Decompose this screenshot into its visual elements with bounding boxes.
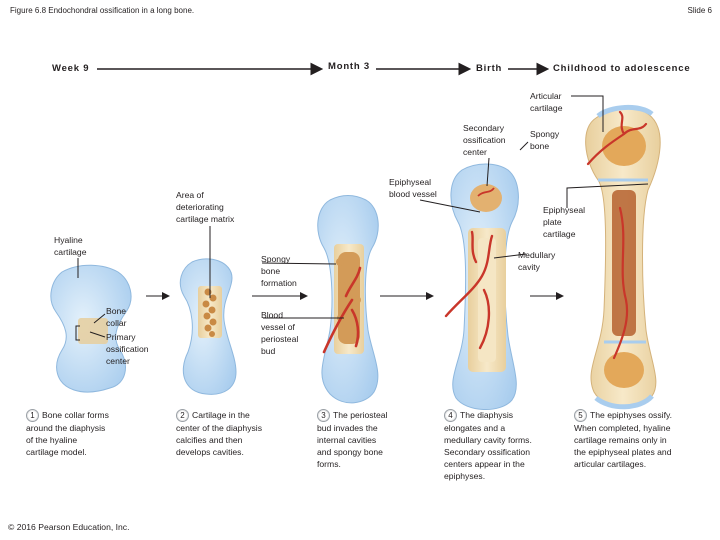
label-epiphyseal-plate-cartilage: Epiphyseal plate cartilage (543, 205, 586, 239)
label-secondary-ossification-center: Secondary ossification center (463, 123, 506, 157)
label-periosteal-bud: Blood vessel of periosteal bud (261, 310, 299, 356)
label-area-deteriorating: Area of deteriorating cartilage matrix (176, 190, 235, 224)
leader-spongy (519, 141, 529, 151)
leader-primary (89, 331, 106, 338)
step-1-text: Bone collar forms around the diaphysis o… (26, 410, 109, 457)
step-1-number: 1 (26, 409, 39, 422)
step-2-number: 2 (176, 409, 189, 422)
step-4-number: 4 (444, 409, 457, 422)
step-3-text: The periosteal bud invades the internal … (317, 410, 388, 469)
step-3-number: 3 (317, 409, 330, 422)
stage-2-bone (179, 258, 237, 395)
articular-cartilage-top (596, 105, 654, 119)
leader-lines (75, 95, 649, 341)
label-primary-ossification-center: Primary ossification center (106, 332, 149, 366)
figure-title: Figure 6.8 Endochondral ossification in … (10, 6, 195, 15)
periosteal-bud-vessel (322, 266, 362, 354)
label-bone-collar: Bone collar (106, 306, 127, 328)
timeline-week9: Week 9 (52, 63, 90, 74)
timeline-childhood: Childhood to adolescence (553, 63, 691, 74)
secondary-ossification-center (470, 184, 502, 212)
step-5-text: The epiphyses ossify. When completed, hy… (574, 410, 672, 469)
label-spongy-bone: Spongy bone (530, 129, 560, 151)
label-spongy-bone-formation: Spongy bone formation (261, 254, 297, 288)
stage-5-bone (585, 105, 661, 410)
stage-4-bone (444, 163, 519, 411)
leader-bone-collar (93, 313, 106, 324)
stage-3-bone (317, 195, 379, 404)
bone-collar-1 (78, 318, 108, 344)
label-hyaline-cartilage: Hyaline cartilage (54, 235, 87, 257)
copyright: © 2016 Pearson Education, Inc. (8, 522, 130, 532)
bracket-primary (75, 325, 80, 341)
leader-secondary (486, 157, 490, 187)
leader-articular (571, 95, 604, 132)
leader-epiphyseal-vessel (419, 199, 481, 213)
slide-number: Slide 6 (687, 6, 712, 15)
leader-epiphyseal-plate (566, 183, 649, 208)
step-2-text: Cartilage in the center of the diaphysis… (176, 410, 262, 457)
medullary-cavity-5 (612, 190, 636, 336)
blood-vessel-4 (444, 230, 494, 350)
step-4-text: The diaphysis elongates and a medullary … (444, 410, 532, 481)
spongy-bone-5 (602, 126, 646, 388)
label-medullary-cavity: Medullary cavity (518, 250, 556, 272)
leader-spongy-formation (261, 262, 337, 265)
timeline-birth: Birth (476, 63, 503, 74)
calcified-matrix (202, 288, 217, 337)
articular-cartilage-bottom (594, 394, 654, 410)
leader-medullary (493, 253, 527, 259)
label-articular-cartilage: Articular cartilage (530, 91, 563, 113)
blood-vessel-5 (586, 110, 648, 360)
step-5-number: 5 (574, 409, 587, 422)
label-epiphyseal-blood-vessel: Epiphyseal blood vessel (389, 177, 437, 199)
stage-1-bone (50, 264, 132, 393)
epiphyseal-vessel-4 (477, 187, 495, 197)
timeline-month3: Month 3 (328, 61, 371, 72)
